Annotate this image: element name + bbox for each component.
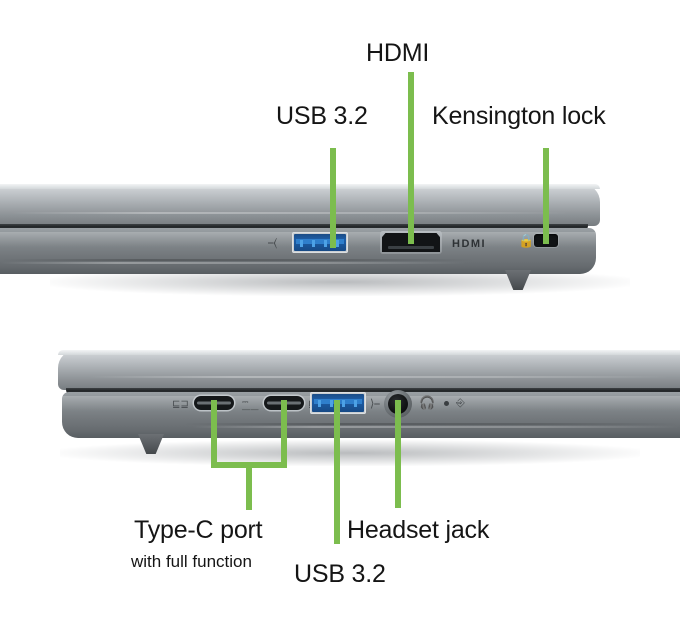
leader-line-usb32-top <box>330 148 336 248</box>
hdmi-silkscreen-label: HDMI <box>452 238 487 250</box>
leader-line-typec-stem <box>246 462 252 510</box>
laptop-left-side-view: ⊑⊒ ⎓—— ⊑⊒ ⟩⎯ 🎧 ⎆ Type-C port with full f… <box>0 330 680 630</box>
leader-line-typec-left <box>211 400 217 468</box>
label-hdmi: HDMI <box>366 39 430 67</box>
laptop-lid <box>58 350 680 390</box>
rubber-foot-top-view <box>505 270 531 290</box>
kensington-lock-icon: 🔒 <box>518 233 535 248</box>
usb-a-pins <box>300 240 340 247</box>
label-usb32-top: USB 3.2 <box>276 102 368 130</box>
lid-highlight <box>0 184 600 189</box>
usb-trident-icon: ⟩⎯ <box>370 398 380 410</box>
usb-a-port <box>292 232 348 253</box>
base-crease-dark <box>0 259 476 261</box>
leader-line-kensington <box>543 148 549 244</box>
usb-trident-icon: ⎯⟨ <box>268 237 278 249</box>
usb-c-data-icon: ⊑⊒ <box>172 399 189 410</box>
leader-line-headset-jack <box>395 400 401 508</box>
usb-a-port-cavity <box>294 234 346 251</box>
lid-base-seam <box>66 388 680 394</box>
label-headset-jack: Headset jack <box>347 516 490 544</box>
dc-in-icon: ⎓—— <box>242 397 259 414</box>
power-led-indicator <box>444 401 449 406</box>
leader-line-hdmi <box>408 72 414 244</box>
label-usb32-bottom: USB 3.2 <box>294 560 386 588</box>
label-typec-port: Type-C port <box>134 516 263 544</box>
base-crease-light <box>192 426 680 428</box>
leader-line-usb32-bottom <box>334 400 340 544</box>
hdmi-port-lip <box>387 246 435 250</box>
battery-led-indicator: ⎆ <box>456 397 465 409</box>
leader-line-typec-right <box>281 400 287 468</box>
rubber-foot-bottom-view <box>138 434 164 454</box>
lid-highlight <box>58 350 680 355</box>
base-crease-dark <box>182 423 680 425</box>
laptop-lid <box>0 184 600 226</box>
base-crease-light <box>0 262 466 264</box>
lid-base-seam <box>0 224 588 230</box>
laptop-right-side-view: ⎯⟨ HDMI 🔒 HDMI USB 3.2 Kensington lock <box>0 0 680 310</box>
label-kensington-lock: Kensington lock <box>432 102 606 130</box>
headset-icon: 🎧 <box>419 395 436 410</box>
label-typec-sublabel: with full function <box>131 552 252 571</box>
lid-crease <box>10 212 570 214</box>
lid-crease <box>88 376 670 378</box>
